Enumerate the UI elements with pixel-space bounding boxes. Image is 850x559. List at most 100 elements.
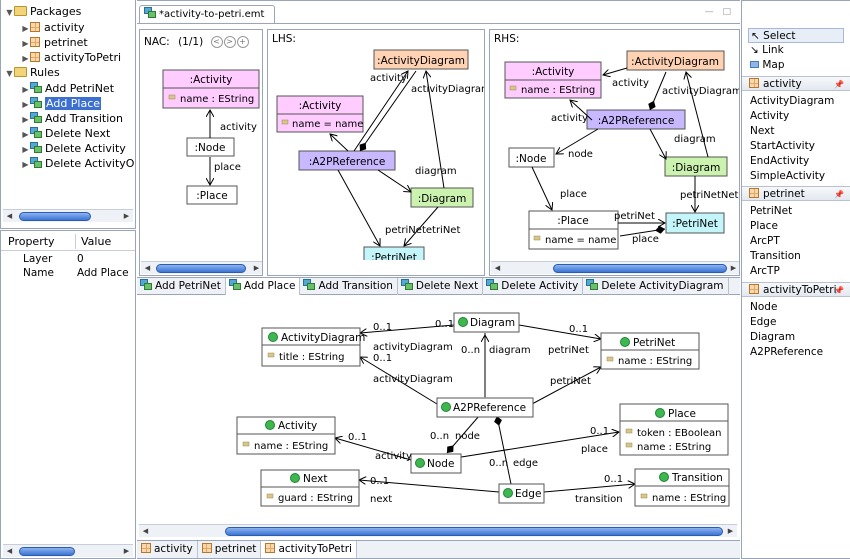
scrollbar-thumb[interactable] bbox=[553, 264, 727, 273]
scroll-left-icon[interactable]: ◀ bbox=[6, 547, 13, 555]
select-tool[interactable]: ↖ Select bbox=[748, 28, 844, 43]
tree-rule-item[interactable]: ▶Delete ActivityO bbox=[21, 156, 134, 171]
nac-place-node[interactable]: :Place bbox=[186, 185, 238, 205]
expand-toggle-icon[interactable]: ▶ bbox=[22, 100, 29, 109]
package-tab-active[interactable]: activityToPetri bbox=[261, 541, 357, 558]
palette-item[interactable]: StartActivity bbox=[750, 140, 815, 152]
tree-rule-item[interactable]: ▶Add Transition bbox=[21, 111, 123, 126]
tree-package-item[interactable]: ▶petrinet bbox=[21, 35, 87, 50]
scroll-left-icon[interactable]: ◀ bbox=[494, 264, 501, 272]
expand-toggle-icon[interactable]: ▶ bbox=[22, 54, 29, 63]
class-activitydiagram[interactable]: ActivityDiagram title : EString bbox=[261, 327, 365, 367]
scroll-left-icon[interactable]: ◀ bbox=[6, 212, 13, 220]
palette-section-activity[interactable]: activity📌 bbox=[742, 76, 850, 91]
tree-rule-item-selected[interactable]: ▶Add Place bbox=[21, 96, 102, 111]
expand-toggle-icon[interactable]: ▶ bbox=[22, 160, 29, 169]
palette-item[interactable]: Node bbox=[750, 301, 778, 313]
class-diagram[interactable]: Diagram bbox=[453, 312, 520, 333]
value-column-header[interactable]: Value bbox=[81, 235, 112, 248]
rhs-edge-node[interactable] bbox=[556, 128, 599, 154]
class-edge[interactable]: Edge bbox=[498, 483, 545, 504]
mm-edge-node-activity[interactable] bbox=[335, 438, 412, 461]
expand-toggle-icon[interactable]: ▶ bbox=[22, 85, 29, 94]
palette-item[interactable]: Transition bbox=[750, 250, 801, 262]
class-node[interactable]: Node bbox=[410, 453, 462, 474]
rule-tab[interactable]: Delete ActivityDiagram bbox=[583, 278, 729, 295]
nac-activity-node[interactable]: :Activity name : EString bbox=[162, 69, 260, 109]
palette-item[interactable]: EndActivity bbox=[750, 155, 810, 167]
mm-edge-node-place[interactable] bbox=[454, 432, 619, 459]
mm-edge-diagram-petrinet[interactable] bbox=[518, 324, 601, 339]
mm-edge-diagram-activitydiagram[interactable] bbox=[360, 324, 455, 333]
tree-rule-item[interactable]: ▶Delete Next bbox=[21, 126, 110, 141]
tree-rules-folder[interactable]: ▼Rules bbox=[5, 65, 59, 80]
palette-item[interactable]: PetriNet bbox=[750, 205, 793, 217]
lhs-edge-petrinet-b[interactable] bbox=[404, 206, 439, 246]
rule-tab[interactable]: Delete Activity bbox=[483, 278, 584, 295]
rule-tab[interactable]: Add Transition bbox=[300, 278, 398, 295]
rhs-a2p-node[interactable]: :A2PReference bbox=[586, 109, 686, 130]
property-value[interactable]: Add Place bbox=[77, 267, 129, 279]
rhs-edge-activity-top[interactable] bbox=[603, 67, 628, 75]
properties-horizontal-scrollbar[interactable]: ◀ ▶ bbox=[3, 544, 133, 557]
nac-previous-button[interactable]: < bbox=[210, 36, 223, 48]
palette-item[interactable]: Next bbox=[750, 125, 775, 137]
package-tab[interactable]: activity bbox=[137, 541, 198, 558]
rhs-edge-activitydiagram[interactable] bbox=[648, 71, 667, 111]
rule-tab[interactable]: Delete Next bbox=[398, 278, 484, 295]
rhs-activitydiagram-node[interactable]: :ActivityDiagram bbox=[626, 50, 725, 71]
metamodel-horizontal-scrollbar[interactable]: ◀ ▶ bbox=[139, 524, 737, 537]
palette-item[interactable]: Diagram bbox=[750, 331, 796, 343]
mm-edge-a2p-node[interactable] bbox=[446, 415, 480, 454]
class-next[interactable]: Next guard : EString bbox=[260, 469, 360, 507]
lhs-edge-activitydiagram-b[interactable] bbox=[359, 70, 417, 152]
palette-item[interactable]: Place bbox=[750, 220, 778, 232]
tree-packages-folder[interactable]: ▼Packages bbox=[5, 4, 81, 19]
scroll-right-icon[interactable]: ▶ bbox=[123, 212, 130, 220]
scrollbar-thumb[interactable] bbox=[156, 264, 246, 273]
lhs-edge-diagram[interactable] bbox=[377, 169, 411, 192]
rhs-diagram-node[interactable]: :Diagram bbox=[664, 156, 728, 177]
package-tab[interactable]: petrinet bbox=[198, 541, 262, 558]
rhs-edge-activitydiagram-b[interactable] bbox=[686, 72, 709, 158]
mm-edge-edge-next[interactable] bbox=[359, 480, 500, 493]
rhs-edge-diagram[interactable] bbox=[649, 128, 666, 159]
tree-package-item[interactable]: ▶activityToPetri bbox=[21, 50, 121, 65]
lhs-edge-activitydiagram-c[interactable] bbox=[426, 71, 445, 189]
rhs-edge-activity[interactable] bbox=[570, 100, 593, 121]
expand-toggle-icon[interactable]: ▼ bbox=[6, 69, 13, 78]
scroll-left-icon[interactable]: ◀ bbox=[142, 527, 149, 535]
scroll-left-icon[interactable]: ◀ bbox=[144, 264, 151, 272]
pin-icon[interactable]: 📌 bbox=[834, 80, 844, 89]
palette-item[interactable]: ArcPT bbox=[750, 235, 780, 247]
expand-toggle-icon[interactable]: ▶ bbox=[22, 39, 29, 48]
tree-rule-item[interactable]: ▶Add PetriNet bbox=[21, 81, 114, 96]
pin-icon[interactable]: 📌 bbox=[834, 190, 844, 199]
tree-package-item[interactable]: ▶activity bbox=[21, 20, 84, 35]
mm-edge-a2p-activitydiagram[interactable] bbox=[360, 357, 438, 405]
window-controls[interactable]: — □ bbox=[704, 7, 734, 17]
class-transition[interactable]: Transition name : EString bbox=[634, 468, 730, 507]
lhs-activity-node[interactable]: :Activity name = name bbox=[276, 95, 364, 133]
lhs-diagram-node[interactable]: :Diagram bbox=[410, 187, 474, 208]
nac-next-button[interactable]: > bbox=[223, 36, 236, 48]
nac-node-node[interactable]: :Node bbox=[186, 137, 235, 157]
scrollbar-thumb[interactable] bbox=[225, 527, 723, 536]
rhs-node-node[interactable]: :Node bbox=[508, 147, 555, 168]
expand-toggle-icon[interactable]: ▶ bbox=[22, 24, 29, 33]
class-petrinet[interactable]: PetriNet name : EString bbox=[600, 332, 700, 370]
lhs-edge-activity[interactable] bbox=[330, 134, 349, 152]
palette-section-petrinet[interactable]: petrinet📌 bbox=[742, 186, 850, 201]
scroll-right-icon[interactable]: ▶ bbox=[730, 264, 737, 272]
class-a2preference[interactable]: A2PReference bbox=[436, 397, 534, 418]
rhs-edge-place-b[interactable] bbox=[619, 225, 666, 237]
palette-item[interactable]: ArcTP bbox=[750, 265, 780, 277]
scroll-right-icon[interactable]: ▶ bbox=[253, 264, 260, 272]
lhs-edge-petrinet[interactable] bbox=[337, 169, 380, 246]
rhs-petrinet-node[interactable]: :PetriNet bbox=[665, 212, 725, 234]
mm-edge-a2p-petrinet[interactable] bbox=[531, 367, 601, 405]
mm-edge-edge-transition[interactable] bbox=[543, 484, 635, 493]
palette-item[interactable]: ActivityDiagram bbox=[750, 95, 835, 107]
lhs-edge-activitydiagram-a[interactable] bbox=[353, 71, 408, 152]
expand-toggle-icon[interactable]: ▶ bbox=[22, 130, 29, 139]
